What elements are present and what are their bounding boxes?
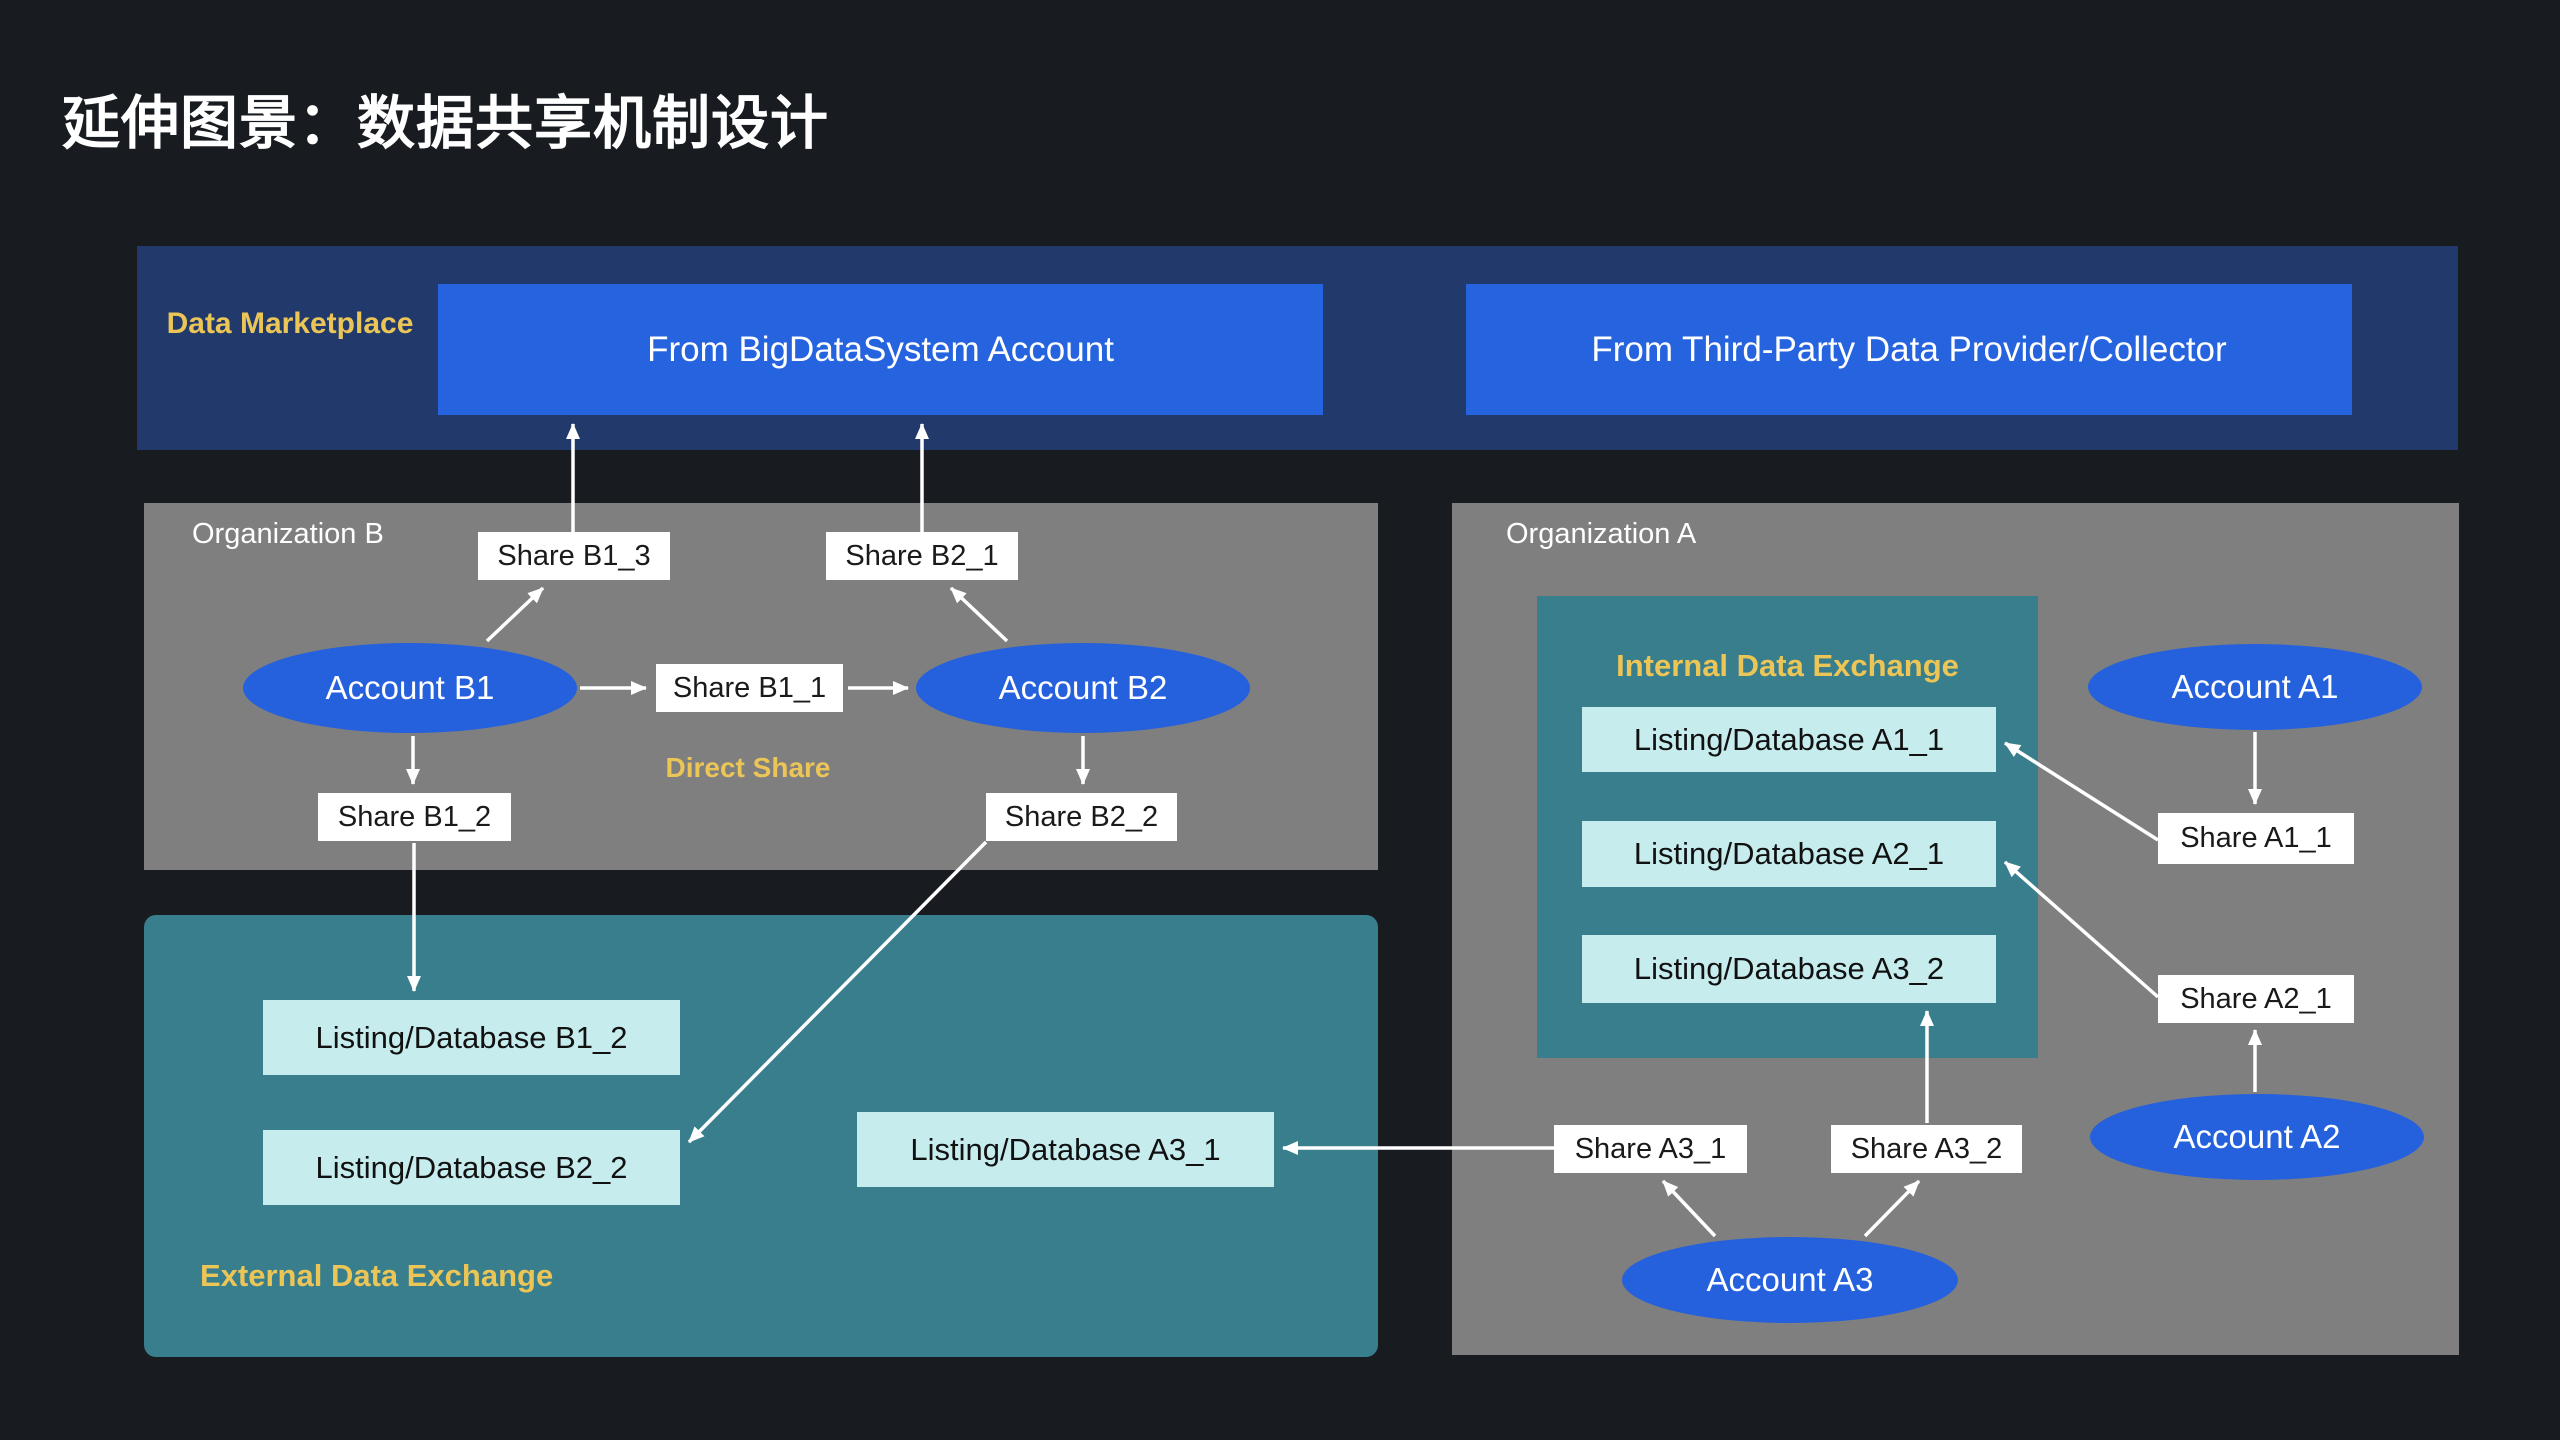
share-node-b2-1: Share B2_1 bbox=[826, 532, 1018, 580]
share-node-a1-1: Share A1_1 bbox=[2158, 813, 2354, 864]
share-node-a3-1: Share A3_1 bbox=[1554, 1125, 1747, 1173]
account-node-a3: Account A3 bbox=[1622, 1237, 1958, 1323]
share-node-b1-2: Share B1_2 bbox=[318, 793, 511, 841]
share-node-b2-2: Share B2_2 bbox=[986, 793, 1177, 841]
external-data-exchange-label: External Data Exchange bbox=[200, 1258, 554, 1293]
account-node-b1: Account B1 bbox=[243, 643, 577, 733]
listing-node-a3-1: Listing/Database A3_1 bbox=[857, 1112, 1274, 1187]
listing-node-b1-2: Listing/Database B1_2 bbox=[263, 1000, 680, 1075]
listing-node-a3-2: Listing/Database A3_2 bbox=[1582, 935, 1996, 1003]
slide-title: 延伸图景：数据共享机制设计 bbox=[62, 91, 830, 156]
data-marketplace-label: Data Marketplace bbox=[166, 307, 414, 340]
listing-node-b2-2: Listing/Database B2_2 bbox=[263, 1130, 680, 1205]
listing-node-a2-1: Listing/Database A2_1 bbox=[1582, 821, 1996, 887]
account-node-a1: Account A1 bbox=[2088, 644, 2422, 730]
share-node-b1-3: Share B1_3 bbox=[478, 532, 670, 580]
account-node-a2: Account A2 bbox=[2090, 1094, 2424, 1180]
account-node-b2: Account B2 bbox=[916, 643, 1250, 733]
organization-b-label: Organization B bbox=[192, 518, 384, 550]
source-box-third-party: From Third-Party Data Provider/Collector bbox=[1466, 284, 2352, 415]
share-node-a2-1: Share A2_1 bbox=[2158, 975, 2354, 1023]
share-node-b1-1: Share B1_1 bbox=[656, 664, 843, 712]
share-node-a3-2: Share A3_2 bbox=[1831, 1125, 2022, 1173]
organization-a-label: Organization A bbox=[1506, 518, 1697, 550]
internal-data-exchange-label: Internal Data Exchange bbox=[1616, 648, 1959, 683]
direct-share-label: Direct Share bbox=[665, 752, 831, 783]
listing-node-a1-1: Listing/Database A1_1 bbox=[1582, 707, 1996, 772]
source-box-bigdatasystem: From BigDataSystem Account bbox=[438, 284, 1323, 415]
